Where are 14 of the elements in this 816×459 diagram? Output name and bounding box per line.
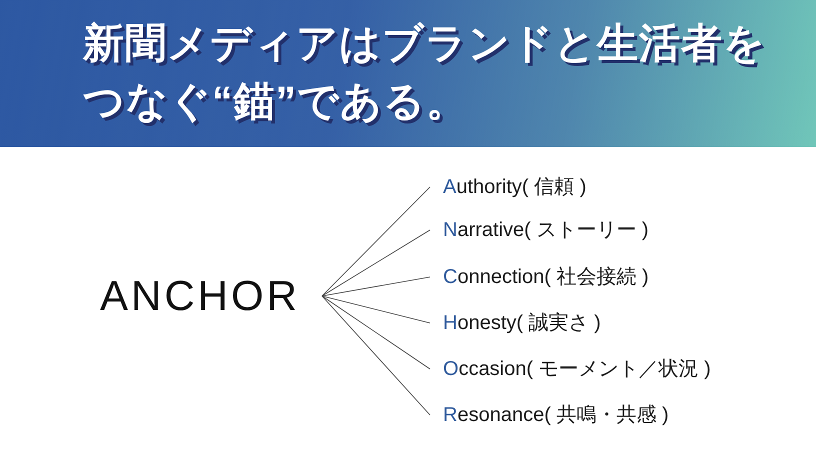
branch-label: Honesty( 誠実さ ) [430, 308, 603, 338]
branch-label: Connection( 社会接続 ) [430, 262, 651, 292]
branch-label: Occasion( モーメント／状況 ) [430, 354, 713, 384]
connector-line [322, 186, 430, 296]
connector-line [322, 296, 430, 324]
connector-line [322, 296, 430, 416]
branch-label: Authority( 信頼 ) [430, 172, 588, 202]
branch-label: Narrative( ストーリー ) [430, 215, 651, 245]
heading: 新聞メディアはブランドと生活者をつなぐ“錨”である。 [83, 19, 767, 126]
central-word: ANCHOR [96, 272, 322, 320]
connector-line [322, 296, 430, 370]
branch-label: Resonance( 共鳴・共感 ) [430, 400, 671, 430]
connector-line [322, 230, 430, 296]
connector-line [322, 276, 430, 296]
